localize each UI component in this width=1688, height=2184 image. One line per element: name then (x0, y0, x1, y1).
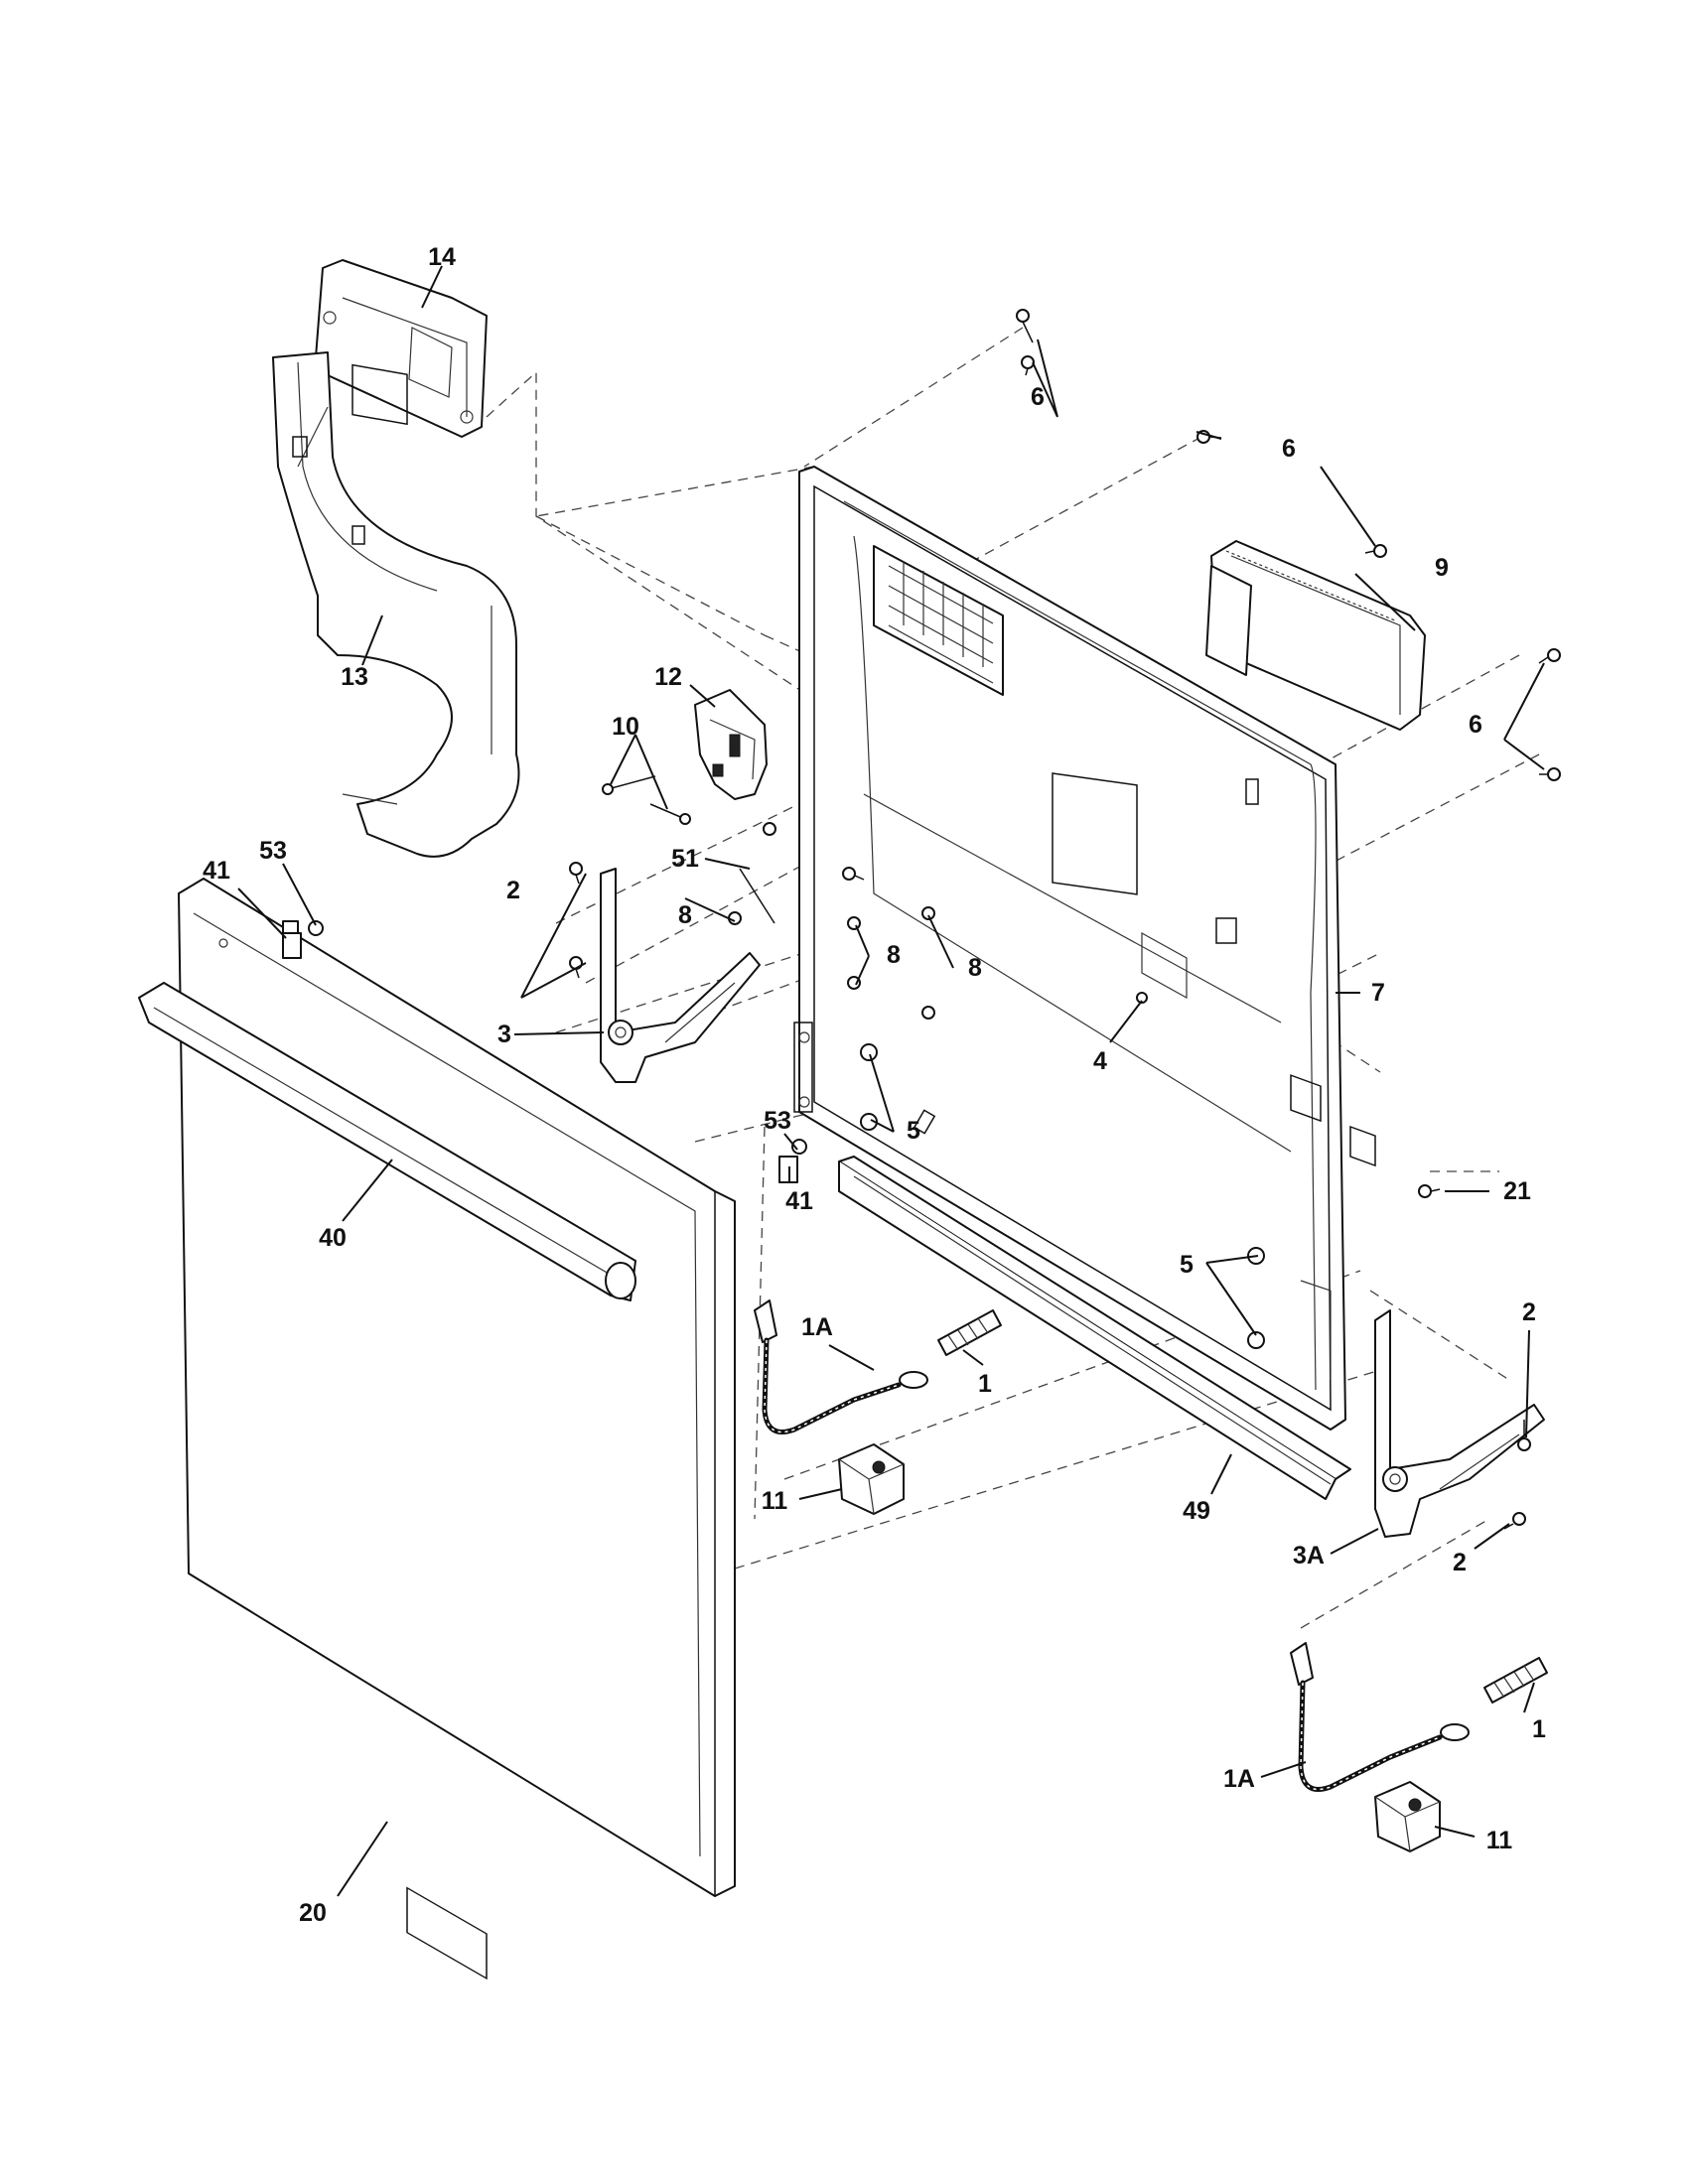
outer-door-part-20 (178, 878, 736, 1980)
callout-40: 40 (319, 1224, 347, 1252)
callout-5-lower: 5 (1180, 1251, 1194, 1279)
callout-1-left: 1 (978, 1370, 992, 1398)
callout-9: 9 (1435, 554, 1449, 582)
door-spring-part-1-left (937, 1309, 1002, 1356)
callout-labels: 14 13 12 10 6 6 6 9 51 53 41 2 3 8 8 8 7… (203, 243, 1546, 1927)
callout-1A-right: 1A (1223, 1765, 1255, 1793)
callout-8-right: 8 (968, 954, 982, 982)
callout-6-middle: 6 (1282, 435, 1296, 463)
door-cable-part-1A-right (1290, 1642, 1470, 1792)
control-housing-part-14 (315, 259, 488, 438)
callout-1A-left: 1A (801, 1313, 833, 1341)
callout-49: 49 (1183, 1497, 1210, 1525)
callout-13: 13 (341, 663, 368, 691)
hinge-right-part-3A (1374, 1309, 1545, 1538)
callout-2-right-bottom: 2 (1453, 1549, 1467, 1576)
callout-4: 4 (1093, 1047, 1107, 1075)
callout-11-left: 11 (762, 1487, 788, 1515)
spring-bracket-part-11-right (1374, 1781, 1441, 1852)
callout-5-upper: 5 (907, 1117, 920, 1145)
control-module-part-9 (1205, 540, 1426, 1167)
callout-53-right: 53 (764, 1107, 791, 1135)
bracket-part-41-left (282, 920, 324, 959)
door-latch-part-12 (694, 689, 768, 800)
callout-41-right: 41 (785, 1187, 813, 1215)
vent-duct-part-13 (272, 351, 520, 858)
door-handle-part-40 (138, 982, 636, 1301)
spring-bracket-part-11-left (838, 1443, 905, 1515)
bracket-part-41-right (778, 1139, 807, 1183)
hinge-left-part-3 (600, 868, 761, 1083)
callout-6-right: 6 (1469, 711, 1482, 739)
callout-1-right: 1 (1532, 1715, 1546, 1743)
callout-6-top: 6 (1031, 383, 1045, 411)
inner-door-panel-part-7 (793, 466, 1346, 1431)
door-spring-part-1-right (1483, 1657, 1548, 1704)
fastener-screws (569, 309, 1561, 1530)
vent-grille-holes (888, 561, 994, 684)
callout-11-right: 11 (1486, 1827, 1513, 1854)
callout-2-left: 2 (506, 877, 520, 904)
callout-3: 3 (497, 1021, 511, 1048)
bottom-trim-strip-part-49 (838, 1156, 1351, 1500)
callout-21: 21 (1503, 1177, 1531, 1205)
callout-53-left: 53 (259, 837, 287, 865)
callout-7: 7 (1371, 979, 1385, 1007)
callout-10: 10 (612, 713, 639, 741)
callout-2-right-top: 2 (1522, 1298, 1536, 1326)
callout-leader-lines (237, 265, 1545, 1897)
callout-8-center: 8 (887, 941, 901, 969)
callout-3A: 3A (1293, 1542, 1325, 1570)
door-cable-part-1A-left (754, 1299, 928, 1434)
callout-8-left: 8 (678, 901, 692, 929)
callout-12: 12 (654, 663, 682, 691)
callout-51: 51 (671, 845, 699, 873)
screws-part-10 (602, 775, 691, 825)
callout-41-left: 41 (203, 857, 230, 885)
callout-20: 20 (299, 1899, 327, 1927)
callout-14: 14 (428, 243, 456, 271)
